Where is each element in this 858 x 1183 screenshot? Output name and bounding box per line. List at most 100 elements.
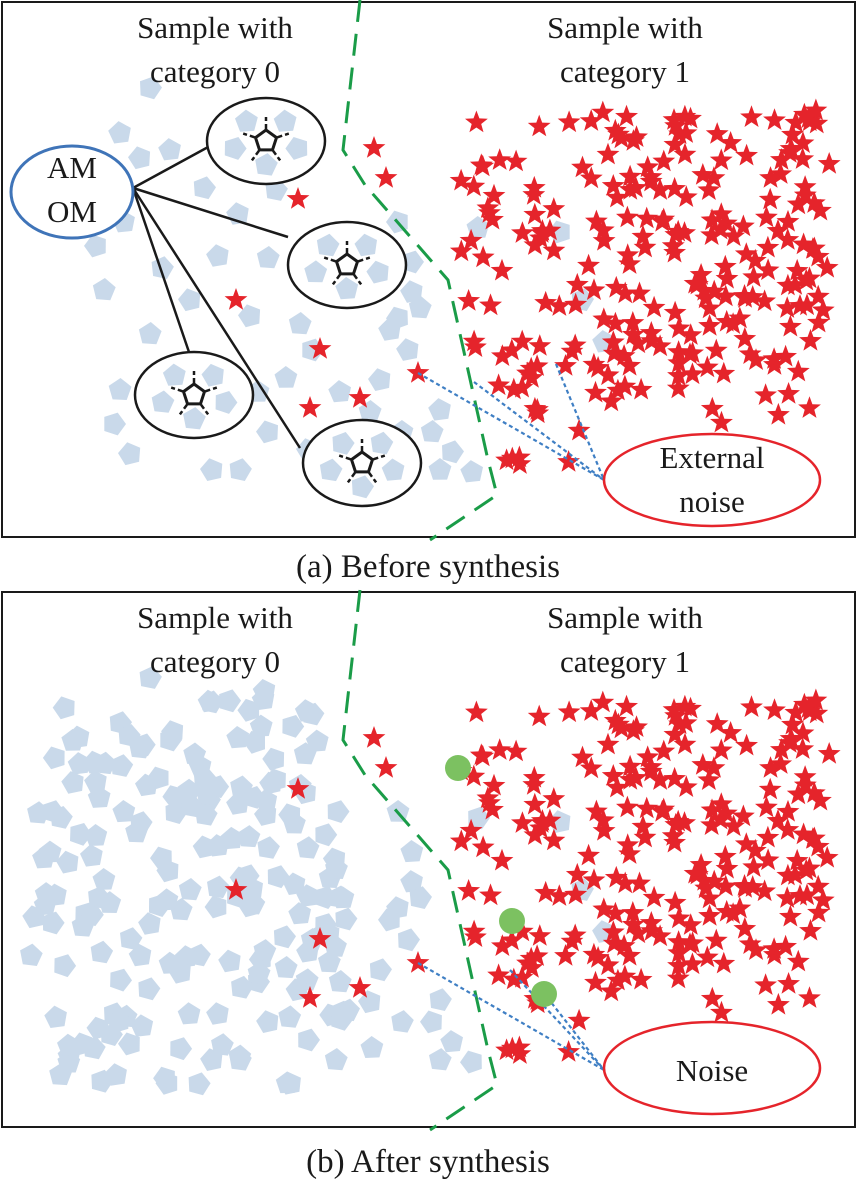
category1-star-icon bbox=[815, 845, 839, 868]
category0-pentagon-icon bbox=[52, 696, 75, 720]
category1-star-icon bbox=[755, 205, 778, 228]
category1-star-icon bbox=[542, 197, 566, 219]
category0-pentagon-icon bbox=[130, 1014, 154, 1037]
category1-star-icon bbox=[700, 798, 724, 821]
category0-pentagon-icon bbox=[34, 882, 58, 904]
category0-pentagon-icon bbox=[156, 859, 179, 883]
category0-pentagon-icon bbox=[112, 800, 136, 823]
category1-star-icon bbox=[667, 340, 690, 362]
category1-star-icon bbox=[766, 809, 790, 831]
category0-pentagon-icon bbox=[237, 698, 260, 722]
panel-b-caption: (b) After synthesis bbox=[306, 1144, 550, 1180]
panel-a-right-label-line2: category 1 bbox=[560, 54, 690, 89]
category0-pentagon-icon bbox=[80, 844, 103, 867]
category1-star-icon bbox=[794, 268, 818, 291]
category0-pentagon-icon bbox=[391, 1010, 414, 1033]
category0-pentagon-icon bbox=[249, 714, 273, 737]
category1-star-icon bbox=[774, 344, 797, 367]
category0-pentagon-icon bbox=[140, 76, 162, 100]
category0-pentagon-icon bbox=[193, 176, 216, 200]
category1-star-icon bbox=[511, 811, 534, 833]
category1-star-icon bbox=[770, 738, 793, 760]
category1-star-icon bbox=[697, 178, 721, 200]
category1-star-icon bbox=[613, 871, 637, 894]
category1-star-icon bbox=[406, 951, 430, 973]
category1-star-icon bbox=[681, 362, 704, 385]
category0-pentagon-icon bbox=[139, 666, 162, 689]
category1-star-icon bbox=[778, 731, 801, 753]
category1-star-icon bbox=[362, 136, 386, 158]
category1-star-icon bbox=[756, 848, 780, 871]
category1-star-icon bbox=[613, 374, 637, 397]
category0-pentagon-icon bbox=[262, 747, 285, 771]
category1-star-icon bbox=[571, 155, 594, 178]
category0-pentagon-icon bbox=[200, 458, 223, 481]
category1-star-icon bbox=[504, 739, 528, 762]
category1-star-icon bbox=[523, 233, 547, 255]
category0-pentagon-icon bbox=[369, 958, 392, 982]
category1-star-icon bbox=[348, 976, 372, 998]
category1-star-icon bbox=[663, 722, 687, 745]
category1-star-icon bbox=[591, 808, 615, 830]
category1-star-icon bbox=[522, 773, 546, 795]
category1-star-icon bbox=[592, 228, 616, 251]
category1-star-icon bbox=[579, 109, 603, 131]
category1-star-icon bbox=[625, 125, 648, 147]
category1-star-icon bbox=[778, 141, 801, 163]
category0-pentagon-icon bbox=[386, 896, 409, 919]
molecule-bond bbox=[272, 149, 282, 162]
category0-pentagon-icon bbox=[327, 800, 350, 823]
category1-star-icon bbox=[374, 756, 398, 778]
category1-star-icon bbox=[563, 333, 587, 356]
category1-star-icon bbox=[592, 307, 616, 330]
category1-star-icon bbox=[766, 219, 790, 241]
category1-star-icon bbox=[631, 224, 655, 247]
category1-star-icon bbox=[605, 775, 629, 798]
molecule-bond bbox=[346, 471, 356, 484]
category1-star-icon bbox=[712, 951, 736, 974]
panel-a-points bbox=[84, 76, 841, 483]
category1-star-icon bbox=[554, 354, 577, 376]
category1-star-icon bbox=[664, 114, 687, 136]
category0-pentagon-icon bbox=[92, 868, 116, 890]
panel-a-frame bbox=[1, 1, 856, 538]
category1-star-icon bbox=[714, 284, 738, 307]
category1-star-icon bbox=[692, 868, 716, 891]
category1-star-icon bbox=[756, 258, 780, 281]
category1-star-icon bbox=[629, 377, 653, 400]
category1-star-icon bbox=[591, 100, 615, 123]
category0-pentagon-icon bbox=[324, 1048, 348, 1071]
molecule-bond bbox=[353, 273, 363, 286]
category1-star-icon bbox=[781, 122, 804, 145]
category1-star-icon bbox=[705, 712, 729, 734]
category1-star-icon bbox=[791, 147, 815, 169]
category0-pentagon-icon bbox=[296, 884, 319, 907]
category1-star-icon bbox=[664, 704, 687, 726]
category0-pentagon-icon bbox=[247, 961, 271, 984]
category1-star-icon bbox=[704, 338, 728, 361]
category1-star-icon bbox=[702, 869, 726, 892]
category1-star-icon bbox=[728, 896, 752, 919]
category0-pentagon-icon bbox=[151, 390, 175, 413]
noise-link-line bbox=[542, 991, 605, 1071]
category1-star-icon bbox=[610, 126, 633, 149]
category0-pentagon-icon bbox=[161, 720, 184, 743]
category1-star-icon bbox=[668, 122, 691, 144]
category1-star-icon bbox=[702, 166, 726, 188]
category1-star-icon bbox=[582, 352, 606, 375]
category1-star-icon bbox=[808, 198, 832, 221]
category1-star-icon bbox=[663, 300, 687, 323]
category1-star-icon bbox=[702, 279, 726, 302]
category0-pentagon-icon bbox=[429, 988, 452, 1011]
category1-star-icon bbox=[642, 885, 666, 908]
category1-star-icon bbox=[528, 924, 552, 946]
hub-link-line bbox=[132, 186, 289, 239]
category1-star-icon bbox=[667, 906, 691, 929]
category1-star-icon bbox=[667, 941, 691, 963]
category1-star-icon bbox=[508, 1042, 532, 1064]
category1-star-icon bbox=[547, 884, 571, 906]
category1-star-icon bbox=[666, 376, 690, 399]
category0-pentagon-icon bbox=[108, 121, 131, 144]
category1-star-icon bbox=[808, 788, 832, 811]
category1-star-icon bbox=[791, 737, 815, 759]
